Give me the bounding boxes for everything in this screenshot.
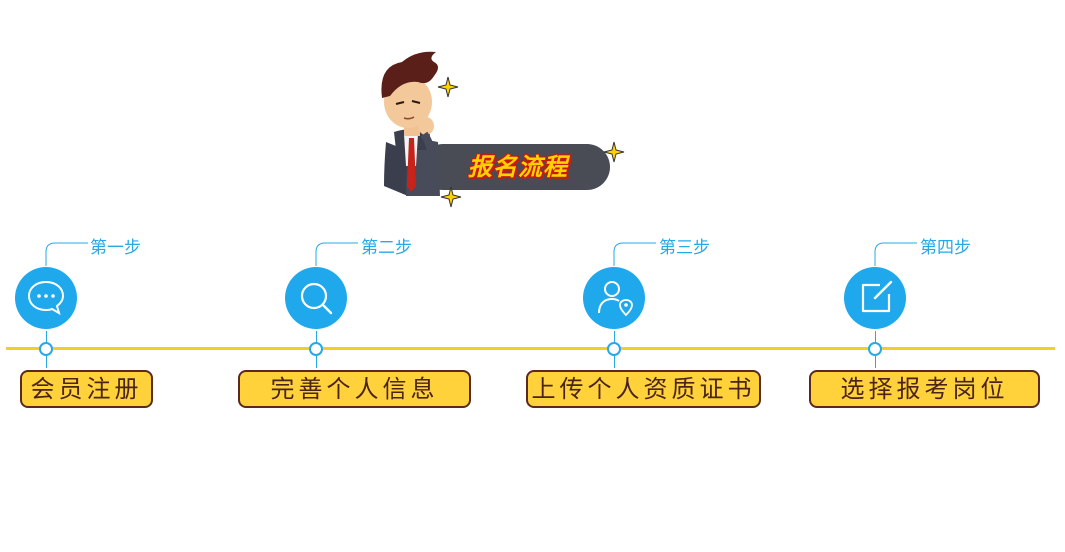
timeline-node (39, 342, 53, 356)
search-icon (285, 267, 347, 329)
step-leader-line (45, 242, 88, 266)
sparkle-icon (437, 76, 459, 98)
timeline-node (309, 342, 323, 356)
step-leader-line (613, 242, 656, 266)
step-connector (614, 331, 615, 343)
step-connector (875, 331, 876, 343)
sparkle-icon (440, 186, 462, 208)
sparkle-icon (603, 141, 625, 163)
title-badge (420, 144, 610, 190)
step-label: 第一步 (90, 238, 141, 258)
step-connector (46, 331, 47, 343)
stage-button-register[interactable]: 会员注册 (20, 370, 153, 408)
step-connector (316, 331, 317, 343)
timeline-node (868, 342, 882, 356)
stage-button-upload-certificate[interactable]: 上传个人资质证书 (526, 370, 761, 408)
step-label: 第二步 (361, 238, 412, 258)
step-leader-line (315, 242, 358, 266)
timeline-axis (6, 347, 1055, 350)
step-connector (316, 356, 317, 368)
step-connector (614, 356, 615, 368)
edit-icon (844, 267, 906, 329)
timeline-node (607, 342, 621, 356)
page-title: 报名流程 (468, 153, 568, 181)
step-label: 第四步 (920, 238, 971, 258)
step-connector (46, 356, 47, 368)
stage-button-profile[interactable]: 完善个人信息 (238, 370, 471, 408)
stage-button-select-position[interactable]: 选择报考岗位 (809, 370, 1040, 408)
user-location-icon (583, 267, 645, 329)
step-leader-line (874, 242, 917, 266)
chat-bubble-icon (15, 267, 77, 329)
step-connector (875, 356, 876, 368)
mascot-illustration (381, 51, 440, 196)
step-label: 第三步 (659, 238, 710, 258)
